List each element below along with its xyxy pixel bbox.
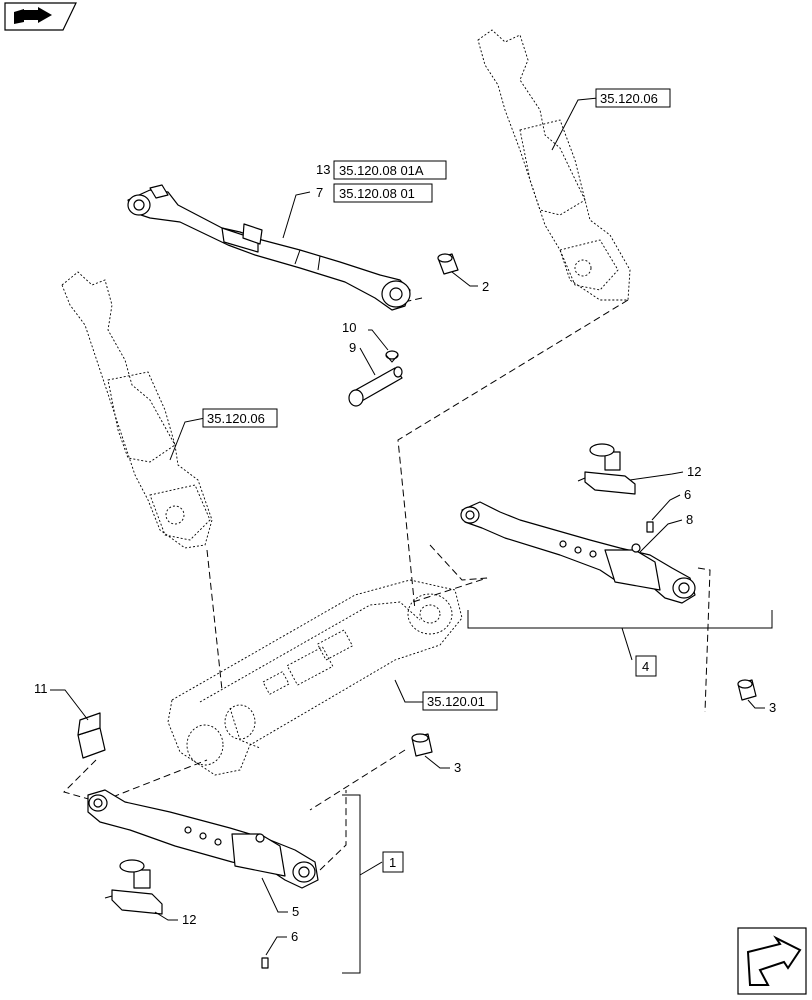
callout-8: 8 xyxy=(686,512,693,527)
callout-9: 9 xyxy=(349,340,356,355)
callout-11: 11 xyxy=(34,681,48,696)
callout-6-bottom: 6 xyxy=(291,929,298,944)
group-bracket-1 xyxy=(342,794,383,974)
callout-box-1[interactable]: 1 xyxy=(382,851,404,873)
lock-handle-part-12-bottom[interactable] xyxy=(104,859,163,915)
ref-13-label: 13 xyxy=(316,162,330,177)
callout-3-center: 3 xyxy=(454,760,461,775)
bushing-part-3-right[interactable] xyxy=(737,679,757,701)
svg-text:13: 13 xyxy=(316,162,330,177)
next-page-arrow-icon[interactable] xyxy=(737,927,807,995)
bushing-part-2[interactable] xyxy=(437,253,459,275)
bushing-part-3-center[interactable] xyxy=(411,733,433,757)
callout-6-top: 6 xyxy=(684,487,691,502)
svg-text:4: 4 xyxy=(642,659,649,674)
pin-part-9[interactable] xyxy=(348,366,403,407)
svg-text:35.120.08 01A: 35.120.08 01A xyxy=(339,163,424,178)
ref-7-code-box[interactable]: 35.120.08 01 xyxy=(333,183,433,203)
upper-link-ghost-right xyxy=(477,29,631,301)
bracket-part-11[interactable] xyxy=(77,712,106,759)
svg-text:35.120.06: 35.120.06 xyxy=(600,91,658,106)
callout-12-bottom: 12 xyxy=(182,912,196,927)
callout-2: 2 xyxy=(482,279,489,294)
group-bracket-4 xyxy=(467,610,773,661)
top-link-assembly[interactable] xyxy=(127,184,411,311)
ref-box-top-right[interactable]: 35.120.06 xyxy=(595,88,671,108)
callout-5: 5 xyxy=(292,904,299,919)
pin-part-6-top[interactable] xyxy=(646,521,654,533)
ref-7-label: 7 xyxy=(316,185,323,200)
svg-text:35.120.08 01: 35.120.08 01 xyxy=(339,186,415,201)
pin-part-6-bottom[interactable] xyxy=(261,957,269,969)
ref-box-left[interactable]: 35.120.06 xyxy=(202,408,278,428)
ref-box-center[interactable]: 35.120.01 xyxy=(422,691,498,711)
leader-lines xyxy=(50,97,765,956)
lock-handle-part-12-top[interactable] xyxy=(577,443,636,495)
svg-text:1: 1 xyxy=(389,855,396,870)
callout-box-4[interactable]: 4 xyxy=(635,655,657,677)
lower-link-right[interactable] xyxy=(460,501,696,604)
lower-link-left[interactable] xyxy=(87,789,319,889)
book-arrow-icon[interactable] xyxy=(4,2,77,31)
upper-link-ghost-left xyxy=(61,271,213,549)
svg-text:35.120.06: 35.120.06 xyxy=(207,411,265,426)
callout-3-right: 3 xyxy=(769,700,776,715)
clip-part-10[interactable] xyxy=(385,350,399,363)
callout-10: 10 xyxy=(342,320,356,335)
callout-12-top: 12 xyxy=(687,464,701,479)
rear-axle-housing-ghost xyxy=(167,579,463,776)
ref-13-code-box[interactable]: 35.120.08 01A xyxy=(333,160,447,180)
svg-text:35.120.01: 35.120.01 xyxy=(427,694,485,709)
svg-text:7: 7 xyxy=(316,185,323,200)
